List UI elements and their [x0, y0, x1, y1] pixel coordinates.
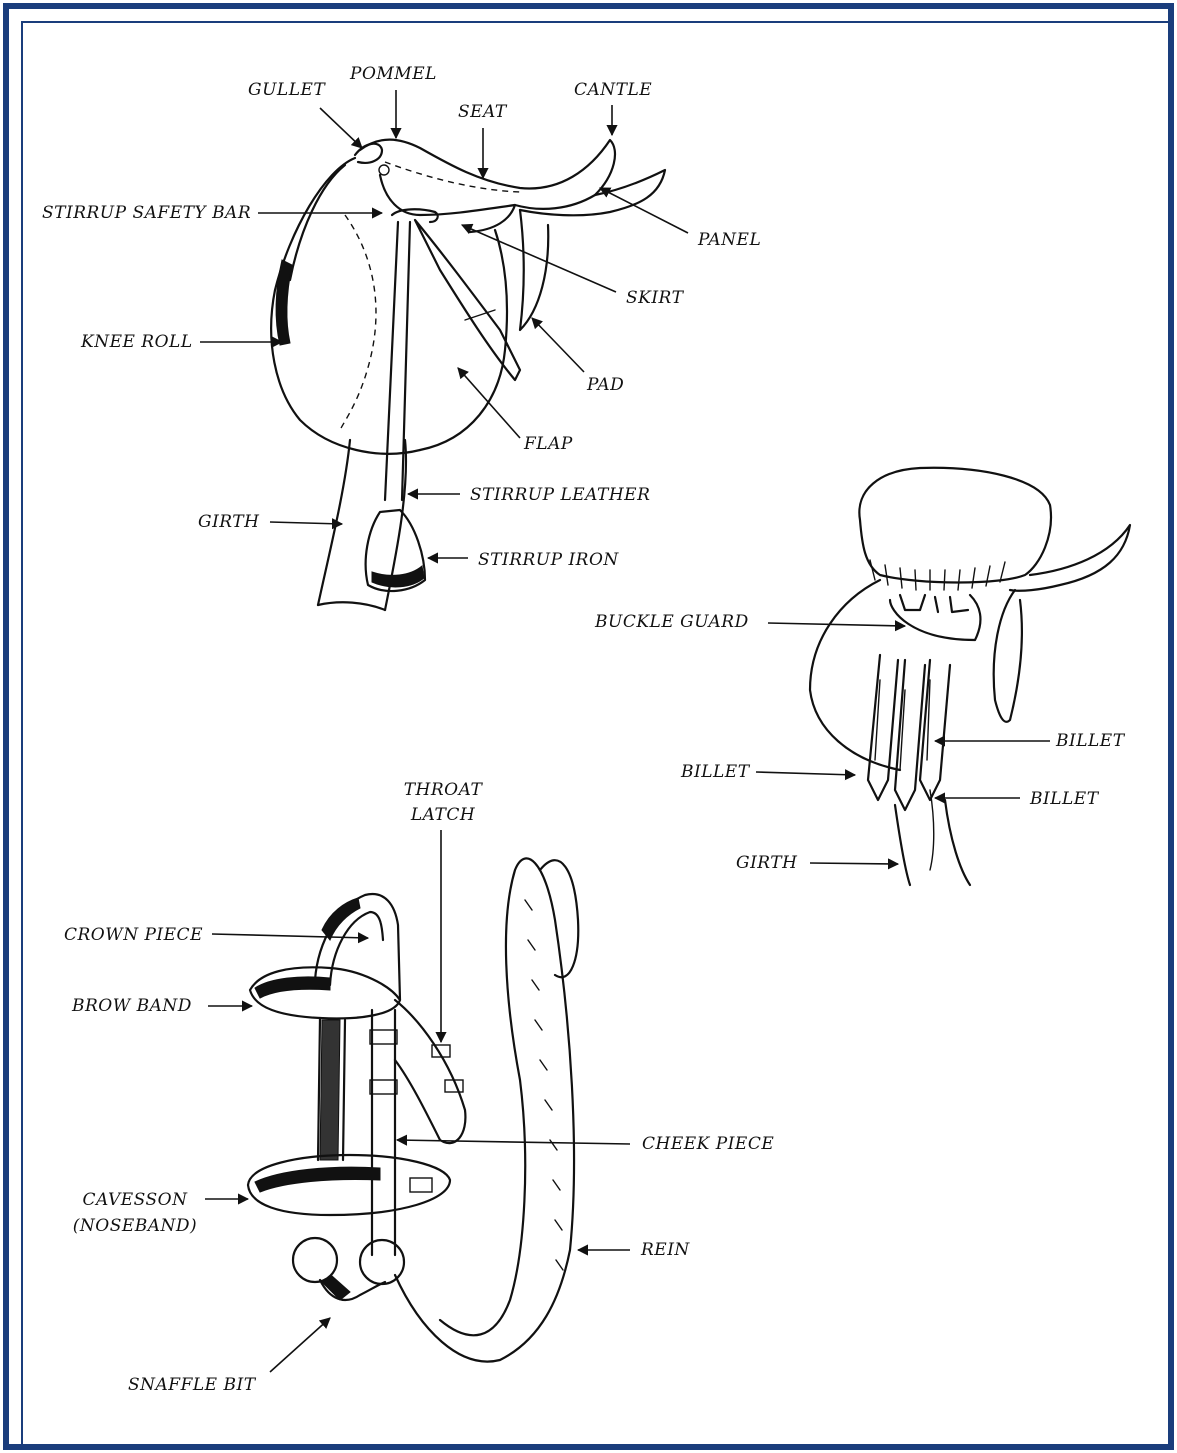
label-cheek-piece: CHEEK PIECE — [642, 1134, 774, 1154]
label-pad: PAD — [587, 375, 624, 395]
label-stirrup-leather: STIRRUP LEATHER — [470, 485, 650, 505]
label-billet-right-bottom: BILLET — [1030, 789, 1099, 809]
label-brow-band: BROW BAND — [72, 996, 192, 1016]
label-billet-right-top: BILLET — [1056, 731, 1125, 751]
label-throat-latch-line1: THROAT — [398, 780, 488, 800]
label-girth-underside: GIRTH — [736, 853, 797, 873]
label-stirrup-safety-bar: STIRRUP SAFETY BAR — [42, 203, 251, 223]
label-buckle-guard: BUCKLE GUARD — [595, 612, 749, 632]
label-crown-piece: CROWN PIECE — [64, 925, 203, 945]
saddle-underside-drawing — [810, 468, 1130, 885]
label-panel: PANEL — [698, 230, 761, 250]
label-knee-roll: KNEE ROLL — [81, 332, 193, 352]
label-stirrup-iron: STIRRUP IRON — [478, 550, 619, 570]
label-rein: REIN — [641, 1240, 690, 1260]
label-cantle: CANTLE — [574, 80, 652, 100]
label-skirt: SKIRT — [626, 288, 683, 308]
label-billet-left: BILLET — [681, 762, 750, 782]
label-pommel: POMMEL — [350, 64, 437, 84]
label-flap: FLAP — [524, 434, 573, 454]
label-seat: SEAT — [458, 102, 507, 122]
label-snaffle-bit: SNAFFLE BIT — [128, 1375, 256, 1395]
label-gullet: GULLET — [248, 80, 325, 100]
label-cavesson-line1: CAVESSON — [70, 1190, 200, 1210]
bridle-drawing — [248, 858, 578, 1361]
label-throat-latch-line2: LATCH — [398, 805, 488, 825]
label-cavesson-line2: (NOSEBAND) — [70, 1216, 200, 1236]
label-girth-saddle: GIRTH — [198, 512, 259, 532]
